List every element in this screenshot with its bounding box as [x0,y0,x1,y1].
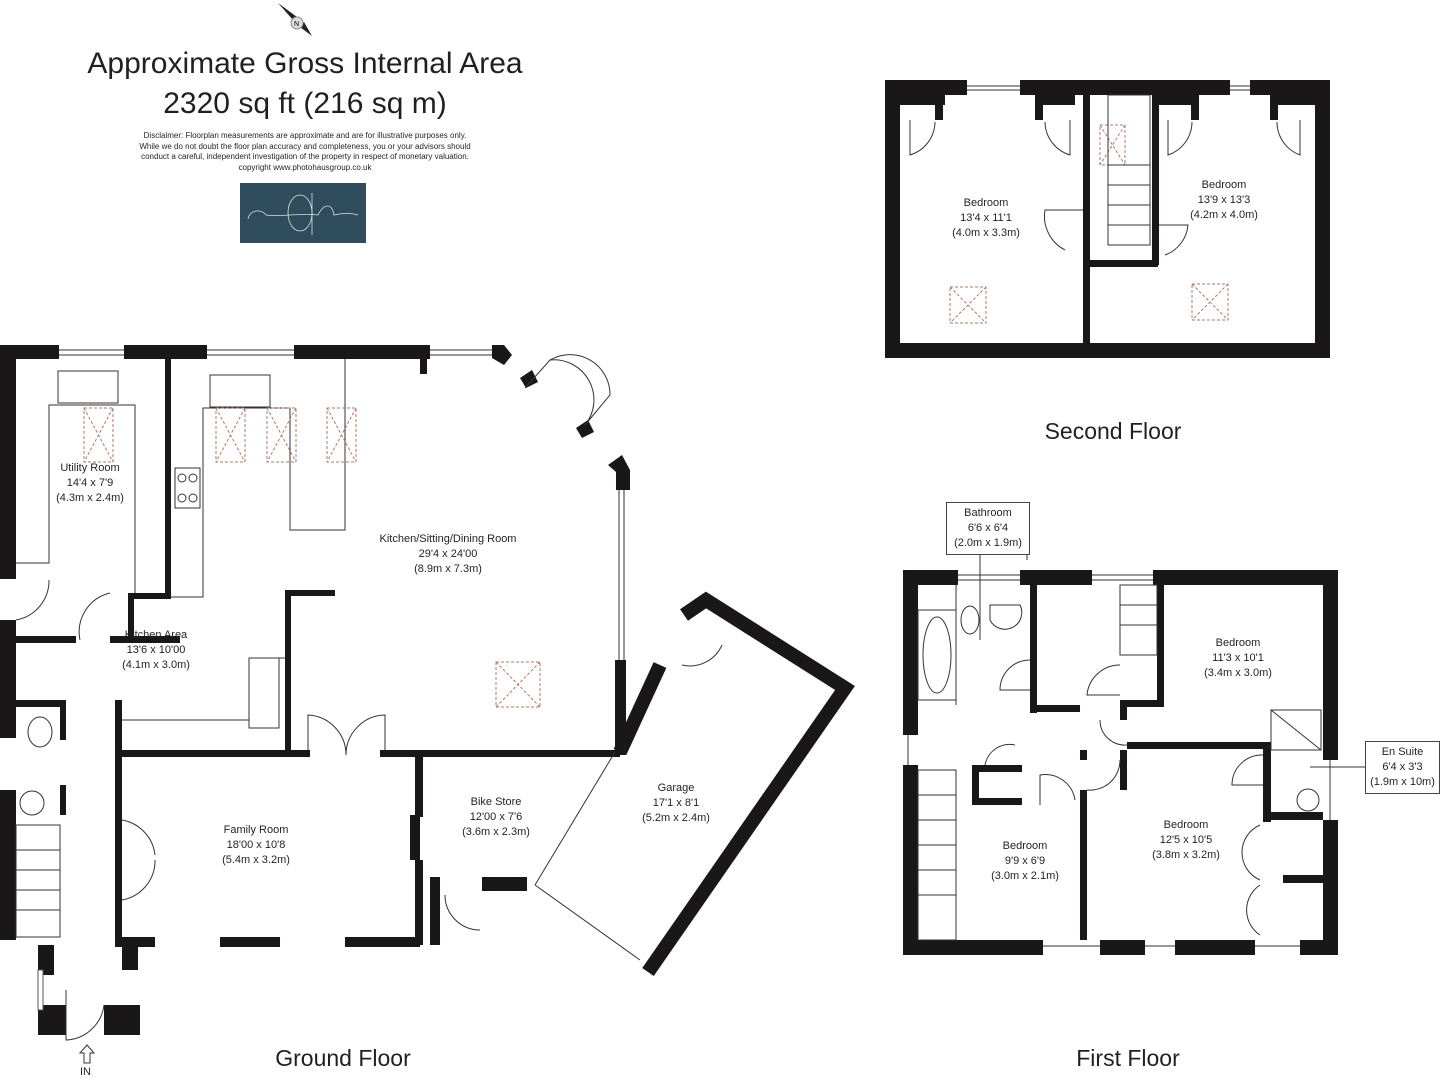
first-floor-walls [903,570,1338,955]
entrance-arrow-icon [78,1044,96,1064]
second-floor-title: Second Floor [1044,418,1182,444]
entrance-label: IN [80,1066,91,1078]
ground-floor-title: Ground Floor [275,1045,411,1071]
second-floor-fittings [909,85,1301,256]
first-floor-fittings [907,530,1365,947]
skylights [83,124,1229,708]
agent-logo [240,183,366,243]
first-floor-title: First Floor [1076,1045,1180,1071]
disclaimer-line: Disclaimer: Floorplan measurements are a… [143,131,467,140]
ground-floor-fittings [15,349,723,1041]
area-title: Approximate Gross Internal Area [87,47,523,80]
compass-icon: N [278,3,312,36]
area-total: 2320 sq ft (216 sq m) [163,87,447,120]
disclaimer-line: copyright www.photohausgroup.co.uk [238,162,372,172]
svg-text:N: N [294,21,299,28]
garage-walls [613,591,855,976]
disclaimer-line: While we do not doubt the floor plan acc… [139,141,471,151]
second-floor-walls [885,80,1330,358]
disclaimer-line: conduct a careful, independent investiga… [141,152,469,161]
ground-floor-walls [0,345,630,1035]
disclaimer: Disclaimer: Floorplan measurements are a… [100,131,510,173]
